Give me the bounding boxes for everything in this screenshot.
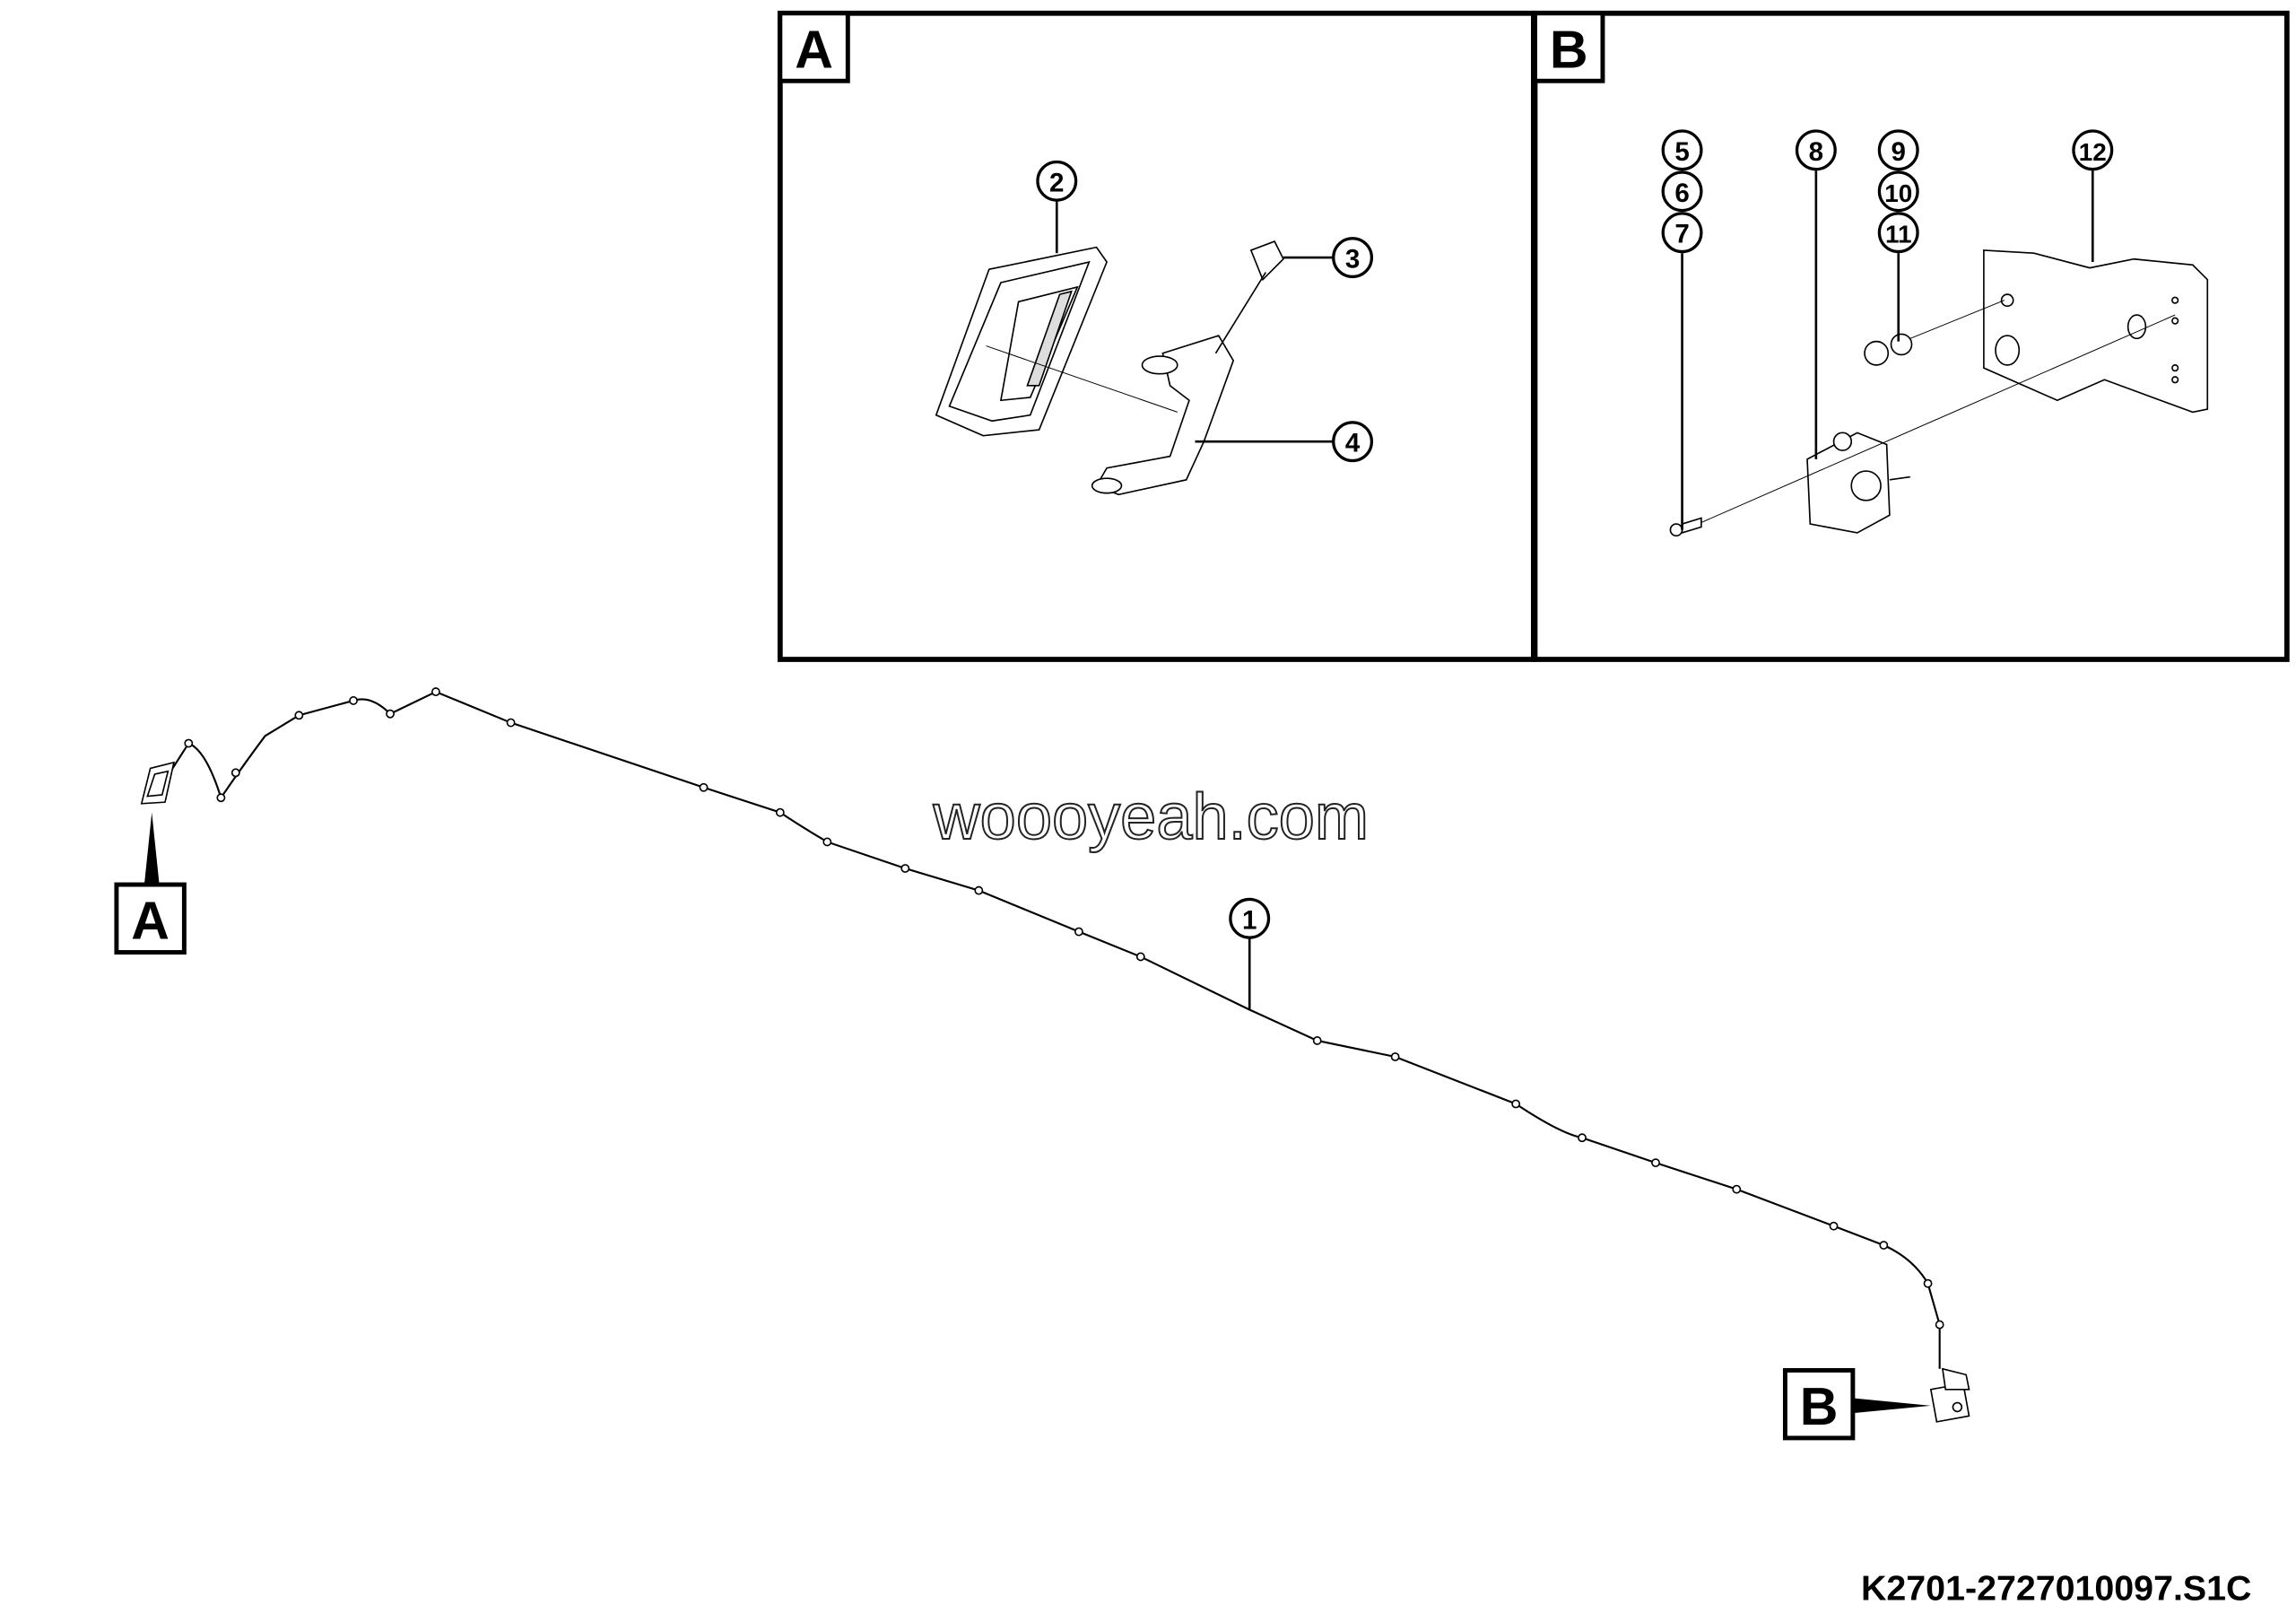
detail-frame-a [777,10,1536,662]
detail-label-a: A [778,11,850,83]
svg-text:A: A [795,20,833,79]
svg-text:A: A [131,892,170,951]
svg-text:B: B [1800,1377,1839,1436]
callout-10: 10 [1877,170,1919,213]
callout-4: 4 [1332,421,1374,463]
nut-washer-drawing [1864,300,2005,366]
callout-5: 5 [1661,129,1703,171]
sensor-drawing [1806,432,1910,534]
svg-text:9: 9 [1892,137,1906,167]
watermark: woooyeah.com [933,781,1369,853]
drawing-number: K2701-2727010097.S1C [1861,1568,2252,1608]
svg-text:3: 3 [1345,245,1360,275]
display-unit-drawing [935,246,1108,437]
detail-frame-b [1532,10,2290,662]
svg-text:7: 7 [1674,220,1689,249]
svg-text:10: 10 [1884,179,1912,207]
marker-a-pointer [144,812,160,884]
svg-text:B: B [1550,20,1588,79]
harness-cable [164,690,1941,1369]
svg-text:5: 5 [1674,137,1689,167]
callout-8: 8 [1795,129,1837,171]
mount-plate-drawing [1983,249,2209,414]
svg-text:1: 1 [1242,905,1257,935]
bracket-drawing [986,240,1284,496]
svg-text:8: 8 [1809,137,1823,167]
callout-6: 6 [1661,170,1703,213]
callout-7: 7 [1661,212,1703,254]
svg-text:6: 6 [1674,179,1689,208]
marker-b-pointer [1854,1398,1931,1414]
screw-drawing [1669,314,2176,537]
callout-9: 9 [1877,129,1919,171]
svg-text:4: 4 [1345,429,1361,458]
location-marker-a: A [114,882,187,955]
sensor-small [1929,1367,1970,1423]
svg-text:2: 2 [1049,168,1064,197]
svg-text:11: 11 [1885,221,1911,249]
svg-text:12: 12 [2079,138,2107,166]
location-marker-b: B [1782,1367,1856,1441]
detail-label-b: B [1533,11,1605,83]
callout-1: 1 [1229,897,1271,939]
callout-12: 12 [2072,129,2114,171]
callout-2: 2 [1036,160,1078,202]
callout-3: 3 [1332,237,1374,279]
harness-clips [184,687,1944,1330]
callout-11: 11 [1877,212,1919,254]
display-unit-small [140,761,175,805]
